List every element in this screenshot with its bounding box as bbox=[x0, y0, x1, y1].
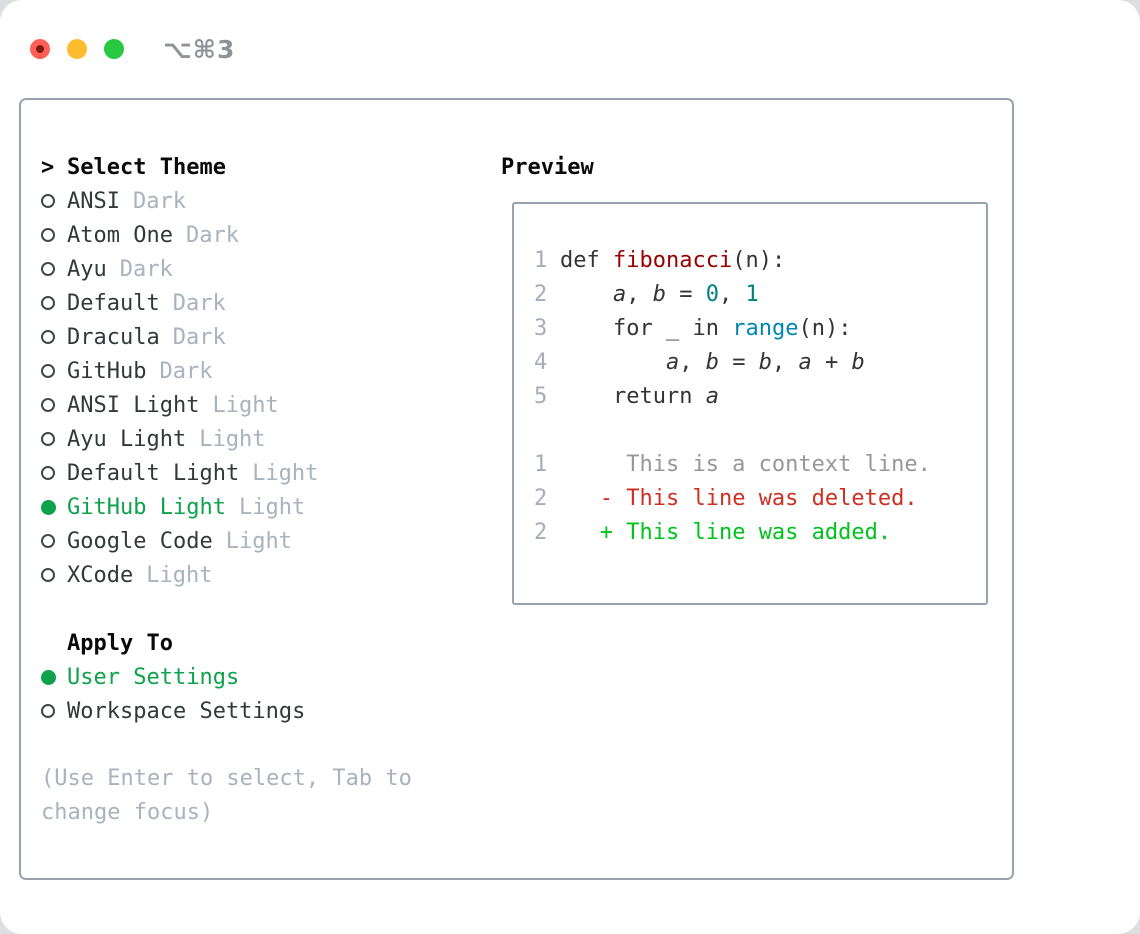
preview-title: Preview bbox=[501, 154, 594, 180]
theme-name: Ayu Light bbox=[67, 426, 187, 452]
theme-option[interactable]: Atom One Dark bbox=[41, 218, 501, 252]
line-number: 2 bbox=[534, 486, 548, 511]
theme-variant: Dark bbox=[119, 256, 173, 282]
theme-name: ANSI Light bbox=[67, 392, 200, 418]
preview-line: 2 a, b = 0, 1 bbox=[534, 282, 759, 307]
line-number: 1 bbox=[534, 452, 548, 477]
theme-variant: Dark bbox=[159, 358, 213, 384]
titlebar: ⌥⌘3 bbox=[0, 0, 1140, 98]
radio-unselected-icon bbox=[41, 534, 67, 548]
preview-line: 3 for _ in range(n): bbox=[534, 316, 852, 341]
line-number: 4 bbox=[534, 350, 548, 375]
diff-sample: 1 This is a context line. 2 - This line w… bbox=[534, 452, 986, 554]
theme-option[interactable]: ANSI Light Light bbox=[41, 388, 501, 422]
theme-variant: Light bbox=[225, 528, 292, 554]
select-theme-title: Select Theme bbox=[67, 154, 226, 180]
theme-variant: Dark bbox=[172, 324, 226, 350]
theme-name: Google Code bbox=[67, 528, 213, 554]
line-number: 3 bbox=[534, 316, 548, 341]
preview-line: 2 + This line was added. bbox=[534, 520, 892, 545]
line-number: 5 bbox=[534, 384, 548, 409]
line-number: 2 bbox=[534, 520, 548, 545]
focus-prompt-icon: > bbox=[41, 154, 55, 180]
apply-to-header-row: Apply To bbox=[41, 626, 501, 660]
line-number: 2 bbox=[534, 282, 548, 307]
maximize-button[interactable] bbox=[104, 39, 124, 59]
theme-variant: Light bbox=[199, 426, 266, 452]
radio-unselected-icon bbox=[41, 262, 67, 276]
theme-variant: Dark bbox=[185, 222, 239, 248]
radio-unselected-icon bbox=[41, 466, 67, 480]
theme-variant: Light bbox=[146, 562, 213, 588]
close-button[interactable] bbox=[30, 39, 50, 59]
theme-option[interactable]: Ayu Dark bbox=[41, 252, 501, 286]
radio-selected-icon bbox=[41, 499, 67, 515]
apply-to-title: Apply To bbox=[67, 630, 173, 656]
theme-name: Atom One bbox=[67, 222, 173, 248]
theme-variant: Dark bbox=[172, 290, 226, 316]
window-title-shortcut: ⌥⌘3 bbox=[163, 34, 236, 64]
radio-unselected-icon bbox=[41, 228, 67, 242]
theme-option[interactable]: Ayu Light Light bbox=[41, 422, 501, 456]
minimize-button[interactable] bbox=[67, 39, 87, 59]
radio-unselected-icon bbox=[41, 364, 67, 378]
theme-name: Default Light bbox=[67, 460, 240, 486]
radio-unselected-icon bbox=[41, 704, 67, 718]
theme-name: GitHub bbox=[67, 358, 147, 384]
theme-name: Default bbox=[67, 290, 160, 316]
apply-option[interactable]: User Settings bbox=[41, 660, 501, 694]
blank-line bbox=[534, 418, 986, 452]
preview-line: 1 This is a context line. bbox=[534, 452, 931, 477]
apply-option[interactable]: Workspace Settings bbox=[41, 694, 501, 728]
preview-line: 2 - This line was deleted. bbox=[534, 486, 918, 511]
theme-option[interactable]: Default Dark bbox=[41, 286, 501, 320]
theme-name: Ayu bbox=[67, 256, 107, 282]
theme-variant: Light bbox=[252, 460, 319, 486]
radio-unselected-icon bbox=[41, 568, 67, 582]
theme-variant: Light bbox=[238, 494, 306, 520]
radio-unselected-icon bbox=[41, 296, 67, 310]
radio-unselected-icon bbox=[41, 432, 67, 446]
close-button-dot-icon bbox=[36, 45, 44, 53]
theme-name: ANSI bbox=[67, 188, 120, 214]
theme-option[interactable]: ANSI Dark bbox=[41, 184, 501, 218]
theme-option[interactable]: XCode Light bbox=[41, 558, 501, 592]
theme-variant: Dark bbox=[132, 188, 186, 214]
preview-header-row: Preview bbox=[501, 150, 992, 184]
theme-option[interactable]: GitHub Dark bbox=[41, 354, 501, 388]
radio-selected-icon bbox=[41, 669, 67, 685]
theme-name: GitHub Light bbox=[67, 494, 226, 520]
theme-option[interactable]: Dracula Dark bbox=[41, 320, 501, 354]
select-theme-header-row: > Select Theme bbox=[41, 150, 501, 184]
theme-name: XCode bbox=[67, 562, 134, 588]
hint-text: (Use Enter to select, Tab to change focu… bbox=[41, 766, 412, 825]
theme-variant: Light bbox=[212, 392, 279, 418]
radio-unselected-icon bbox=[41, 330, 67, 344]
apply-option-label: User Settings bbox=[67, 664, 240, 690]
theme-name: Dracula bbox=[67, 324, 160, 350]
radio-unselected-icon bbox=[41, 194, 67, 208]
theme-option[interactable]: Default Light Light bbox=[41, 456, 501, 490]
apply-option-label: Workspace Settings bbox=[67, 698, 306, 724]
theme-option[interactable]: Google Code Light bbox=[41, 524, 501, 558]
theme-option[interactable]: GitHub Light Light bbox=[41, 490, 501, 524]
preview-line: 4 a, b = b, a + b bbox=[534, 350, 865, 375]
preview-line: 5 return a bbox=[534, 384, 719, 409]
radio-unselected-icon bbox=[41, 398, 67, 412]
line-number: 1 bbox=[534, 248, 548, 273]
